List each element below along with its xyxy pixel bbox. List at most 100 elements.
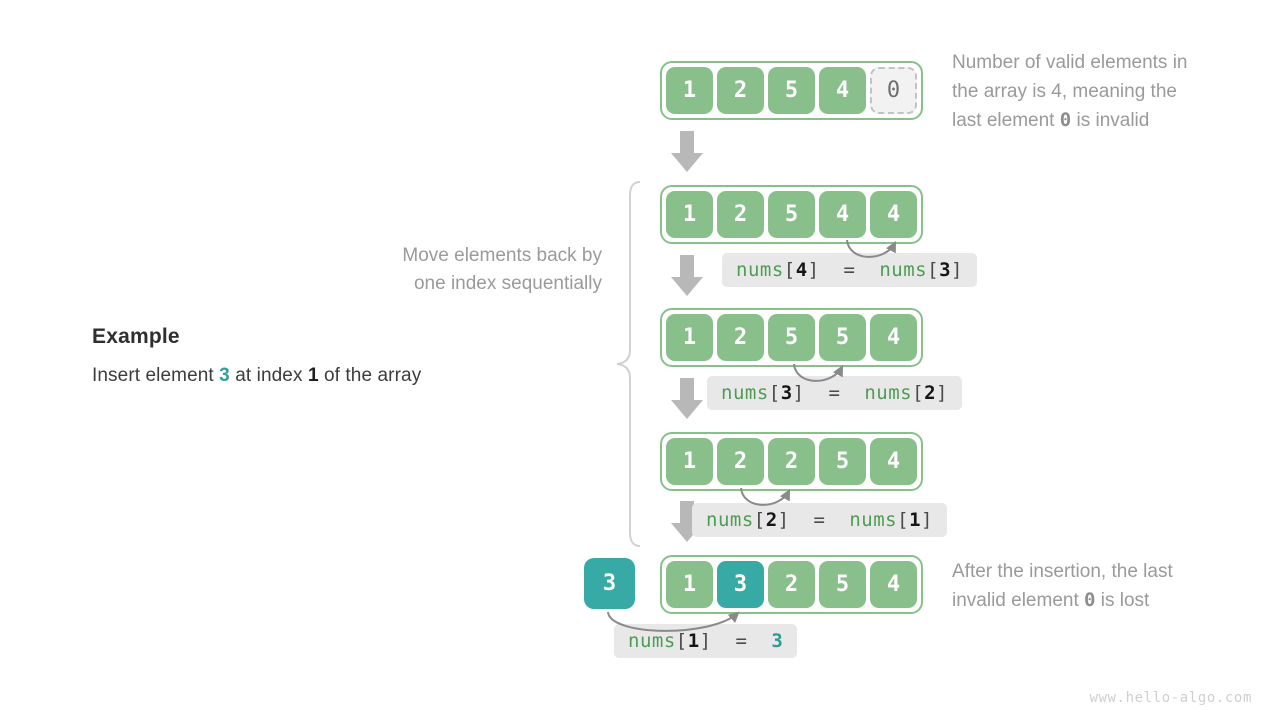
inserted-element-box[interactable]: 3: [584, 558, 635, 609]
array-cell[interactable]: 1: [666, 561, 713, 608]
example-title: Example: [92, 325, 180, 348]
note-top-line-3-suffix: is invalid: [1071, 110, 1150, 131]
example-desc-index: 1: [307, 365, 319, 386]
note-top-line-2: the array is 4, meaning the: [952, 81, 1177, 102]
array-cell[interactable]: 1: [666, 67, 713, 114]
code-lhs-index: 1: [687, 630, 700, 652]
example-block: Example Insert element 3 at index 1 of t…: [92, 325, 552, 387]
code-equals: =: [828, 382, 841, 404]
code-bracket-open: [: [783, 259, 796, 281]
array-cell[interactable]: 4: [870, 561, 917, 608]
code-bracket-close: ]: [807, 259, 820, 281]
note-top: Number of valid elements in the array is…: [952, 48, 1262, 135]
array-row-step-3: 1 2 2 5 4: [660, 432, 923, 491]
code-lhs-index: 2: [765, 509, 778, 531]
code-rhs-value: 3: [771, 630, 784, 652]
code-bracket-open: [: [912, 382, 925, 404]
code-rhs-name: nums: [879, 259, 928, 281]
example-desc-middle: at index: [229, 365, 308, 386]
code-rhs-index: 3: [939, 259, 952, 281]
array-cell[interactable]: 5: [819, 561, 866, 608]
code-lhs-name: nums: [706, 509, 754, 531]
note-top-line-3-prefix: last element: [952, 110, 1060, 131]
code-annotation-step-4: nums[1] = 3: [614, 624, 798, 658]
note-bottom-line-2: invalid element 0 is lost: [952, 586, 1262, 615]
array-cell[interactable]: 1: [666, 314, 713, 361]
code-space: [805, 382, 829, 404]
array-cell-inserted[interactable]: 3: [717, 561, 764, 608]
down-arrow-icon: [671, 131, 703, 172]
code-bracket-open: [: [768, 382, 781, 404]
note-top-line-1: Number of valid elements in: [952, 52, 1188, 73]
array-cell[interactable]: 5: [768, 67, 815, 114]
code-annotation-step-1: nums[4] = nums[3]: [722, 253, 977, 287]
code-bracket-open: [: [675, 630, 688, 652]
code-lhs-name: nums: [736, 259, 784, 281]
array-cell-invalid[interactable]: 0: [870, 67, 917, 114]
array-cell[interactable]: 5: [768, 191, 815, 238]
code-rhs-name: nums: [849, 509, 898, 531]
array-row-step-1: 1 2 5 4 4: [660, 185, 923, 244]
array-cell[interactable]: 5: [768, 314, 815, 361]
array-cell[interactable]: 2: [768, 561, 815, 608]
code-annotation-step-2: nums[3] = nums[2]: [707, 376, 962, 410]
array-cell[interactable]: 2: [717, 314, 764, 361]
code-bracket-close: ]: [936, 382, 948, 404]
note-bottom-line-2-value: 0: [1084, 589, 1096, 611]
down-arrow-icon: [671, 378, 703, 419]
move-caption-line-2: one index sequentially: [413, 273, 602, 294]
down-arrow-icon: [671, 255, 703, 296]
code-bracket-close: ]: [699, 630, 712, 652]
code-space: [747, 630, 771, 652]
array-cell[interactable]: 2: [717, 191, 764, 238]
code-equals: =: [735, 630, 748, 652]
array-cell[interactable]: 5: [819, 438, 866, 485]
code-annotation-step-3: nums[2] = nums[1]: [692, 503, 947, 537]
array-cell[interactable]: 2: [768, 438, 815, 485]
array-cell[interactable]: 2: [717, 67, 764, 114]
array-row-step-2: 1 2 5 5 4: [660, 308, 923, 367]
code-bracket-close: ]: [921, 509, 933, 531]
array-cell[interactable]: 4: [870, 314, 917, 361]
code-space: [840, 382, 864, 404]
note-bottom: After the insertion, the last invalid el…: [952, 557, 1262, 615]
code-space: [855, 259, 879, 281]
array-row-step-0: 1 2 5 4 0: [660, 61, 923, 120]
note-bottom-line-2-prefix: invalid element: [952, 590, 1085, 611]
example-desc-prefix: Insert element: [92, 365, 220, 386]
move-elements-caption: Move elements back by one index sequenti…: [300, 242, 602, 298]
code-equals: =: [813, 509, 826, 531]
array-cell[interactable]: 4: [870, 191, 917, 238]
code-lhs-index: 3: [780, 382, 793, 404]
array-cell[interactable]: 4: [819, 67, 866, 114]
array-cell[interactable]: 5: [819, 314, 866, 361]
watermark: www.hello-algo.com: [1089, 690, 1252, 706]
array-cell[interactable]: 4: [819, 191, 866, 238]
example-desc-suffix: of the array: [318, 365, 422, 386]
code-equals: =: [843, 259, 856, 281]
code-space: [712, 630, 736, 652]
example-desc-value: 3: [219, 365, 230, 386]
code-lhs-name: nums: [628, 630, 676, 652]
note-bottom-line-1: After the insertion, the last: [952, 561, 1173, 582]
note-bottom-line-2-suffix: is lost: [1095, 590, 1150, 611]
array-cell[interactable]: 4: [870, 438, 917, 485]
example-description: Insert element 3 at index 1 of the array: [92, 365, 552, 387]
code-space: [790, 509, 814, 531]
array-cell[interactable]: 1: [666, 438, 713, 485]
note-top-line-3-value: 0: [1059, 109, 1072, 131]
array-cell[interactable]: 1: [666, 191, 713, 238]
code-rhs-index: 1: [909, 509, 922, 531]
array-cell[interactable]: 2: [717, 438, 764, 485]
code-operator: [820, 259, 844, 281]
code-lhs-name: nums: [721, 382, 769, 404]
group-brace: [616, 181, 641, 547]
code-space: [825, 509, 849, 531]
code-bracket-close: ]: [777, 509, 790, 531]
code-bracket-open: [: [927, 259, 940, 281]
move-caption-line-1: Move elements back by: [402, 245, 602, 266]
array-row-step-4: 1 3 2 5 4: [660, 555, 923, 614]
code-bracket-open: [: [897, 509, 910, 531]
code-rhs-name: nums: [864, 382, 913, 404]
code-bracket-open: [: [753, 509, 766, 531]
